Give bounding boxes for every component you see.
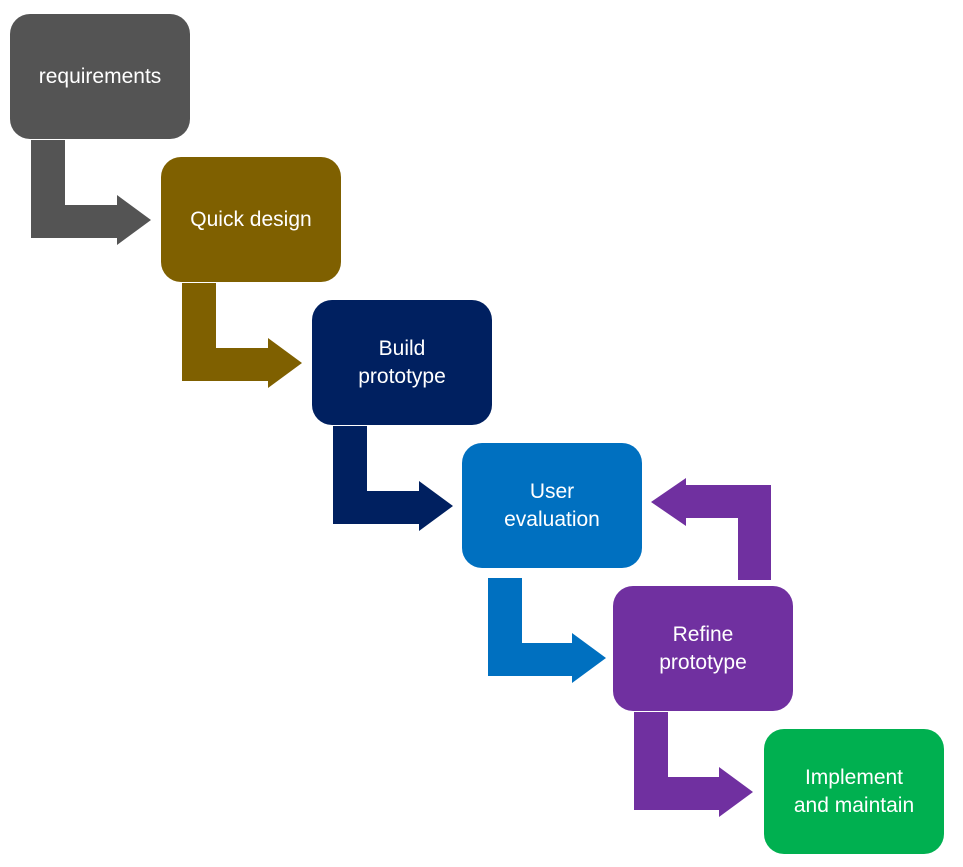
step-requirements: requirements [10, 14, 190, 139]
step-user-evaluation: User evaluation [462, 443, 642, 568]
arrow-user-evaluation-to-refine-prototype [488, 578, 606, 683]
arrow-quick-design-to-build-prototype [182, 283, 302, 388]
step-implement-and-maintain: Implement and maintain [764, 729, 944, 854]
step-refine-prototype: Refine prototype [613, 586, 793, 711]
arrow-refine-prototype-to-implement-and-maintain [634, 712, 753, 817]
step-user-evaluation-label: User evaluation [504, 479, 600, 531]
step-quick-design-label: Quick design [190, 207, 312, 231]
step-requirements-label: requirements [38, 64, 162, 88]
arrow-requirements-to-quick-design [31, 140, 151, 245]
step-implement-and-maintain-label: Implement and maintain [793, 765, 915, 817]
step-build-prototype: Build prototype [312, 300, 492, 425]
step-refine-prototype-label: Refine prototype [659, 622, 747, 674]
step-build-prototype-label: Build prototype [358, 336, 446, 388]
step-quick-design: Quick design [161, 157, 341, 282]
arrow-refine-prototype-feedback-to-user-evaluation [651, 478, 771, 580]
arrow-build-prototype-to-user-evaluation [333, 426, 453, 531]
